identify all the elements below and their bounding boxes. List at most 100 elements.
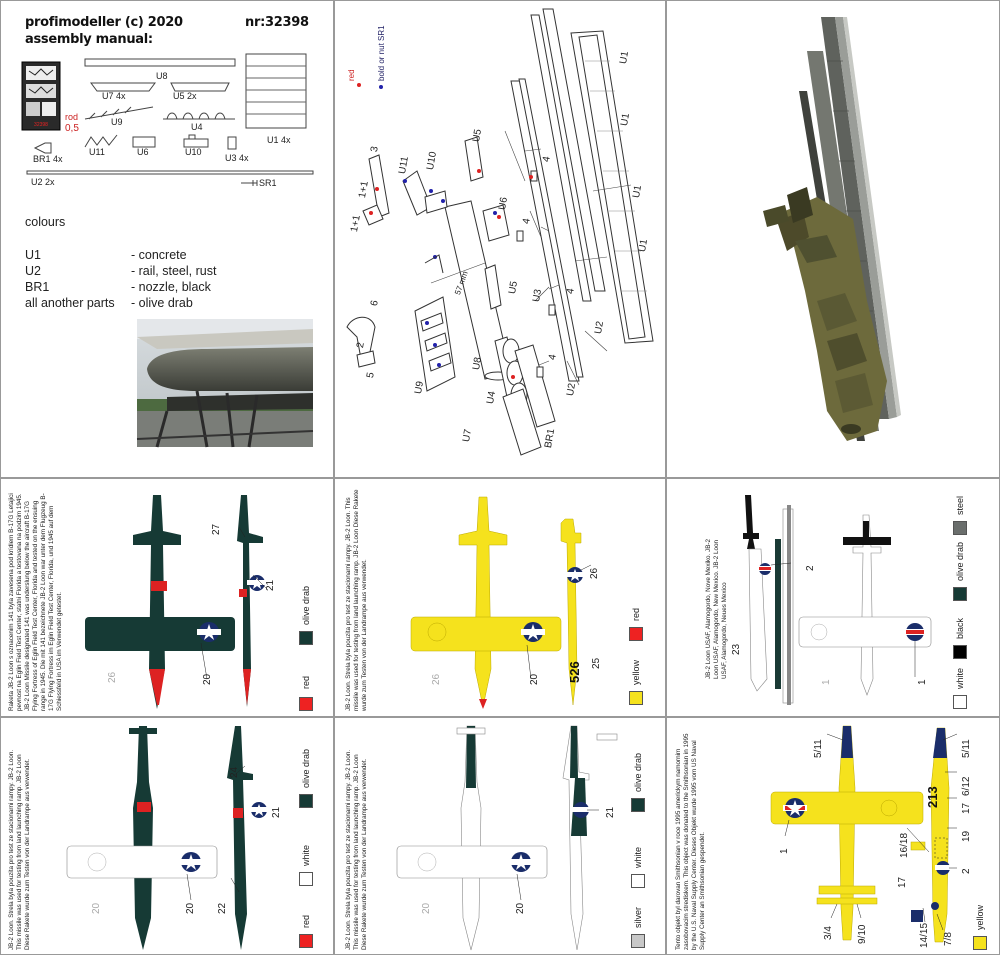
scheme-2-code: 526	[567, 661, 582, 683]
scheme-1-ref-20: 20	[202, 673, 213, 685]
scheme-2-ref-26: 26	[589, 567, 600, 579]
swatch-label: red	[301, 675, 311, 689]
part-u10-drawing	[183, 134, 209, 148]
label-u2: U2	[593, 320, 607, 335]
scheme-3-ref-23: 23	[731, 643, 742, 655]
swatch-white	[953, 695, 967, 709]
brand-title: profimodeller (c) 2020	[25, 15, 183, 30]
photoetch-fret: 32398	[21, 61, 61, 131]
scheme-3-panel: JB-2 Loon USAF, Alamogordo, Nove Mexiko.…	[666, 478, 1000, 717]
swatch-label: white	[301, 844, 311, 866]
rod-size: 0,5	[65, 123, 79, 134]
scheme-5-ref-20: 20	[515, 902, 526, 914]
scheme-6-ref-5-11: 5/11	[813, 739, 824, 758]
swatch-yellow	[973, 936, 987, 950]
label-u5: U5	[471, 128, 485, 143]
swatch-steel	[953, 521, 967, 535]
part-br1-label: BR1 4x	[33, 154, 63, 164]
swatch-olive-drab	[299, 631, 313, 645]
assembled-ramp-render	[763, 17, 901, 441]
label-u8: U8	[471, 356, 485, 371]
label-u1: U1	[619, 112, 633, 127]
scheme-2-ref-25: 25	[591, 657, 602, 669]
scheme-4-panel: JB-2 Loon. Strela byla pouzita pro test …	[0, 717, 334, 955]
scheme-4-ref-22: 22	[217, 902, 228, 914]
scheme-6-code: 213	[925, 786, 940, 808]
colour-row-value: - nozzle, black	[131, 280, 211, 294]
reference-photo	[136, 319, 314, 448]
scheme-6-ref-17b: 17	[897, 876, 908, 888]
exploded-diagram	[346, 8, 654, 456]
part-u1-label: U1 4x	[267, 135, 291, 145]
swatch-label: white	[633, 846, 643, 868]
part-u10-label: U10	[185, 147, 202, 157]
part-u3-label: U3 4x	[225, 153, 249, 163]
part-sr1-drawing	[241, 180, 258, 186]
swatch-label: olive drab	[301, 748, 311, 788]
part-u5-drawing	[170, 82, 230, 92]
scheme-2-ref-side: 26	[431, 673, 442, 685]
swatch-olive-drab	[953, 587, 967, 601]
rod-label: rod	[65, 112, 79, 122]
manual-title: assembly manual:	[25, 32, 153, 47]
fret-code: 32398	[34, 122, 48, 128]
scheme-3-ref-1: 1	[917, 679, 928, 685]
swatch-label: red	[631, 607, 641, 621]
part-br1-drawing	[33, 142, 52, 154]
swatch-white	[631, 874, 645, 888]
label-u1: U1	[637, 238, 651, 253]
swatch-label: white	[955, 667, 965, 689]
part-u11-label: U11	[89, 147, 105, 157]
swatch-label: silver	[633, 906, 643, 928]
swatch-yellow	[629, 691, 643, 705]
swatch-label: black	[955, 617, 965, 639]
scheme-4-code: 64	[245, 908, 262, 926]
swatch-red	[299, 934, 313, 948]
scheme-6-ref-2: 2	[961, 868, 972, 874]
scheme-5-ref-21: 21	[605, 806, 616, 818]
part-u4-drawing	[163, 112, 235, 120]
part-u11-drawing	[84, 134, 118, 148]
label-u2: U2	[565, 382, 579, 397]
catalog-number: nr:32398	[245, 15, 309, 30]
render-panel	[666, 0, 1000, 478]
colour-row-value: - olive drab	[131, 296, 193, 310]
swatch-olive-drab	[299, 794, 313, 808]
colour-row-part: BR1	[25, 280, 50, 294]
swatch-silver	[631, 934, 645, 948]
colours-title: colours	[25, 215, 66, 229]
swatch-red	[629, 627, 643, 641]
scheme-6-panel: Tento objekt byl darovan Smithsonian v r…	[666, 717, 1000, 955]
scheme-6-ref-14-15: 14/15	[919, 922, 930, 948]
label-u6: U6	[497, 196, 511, 211]
scheme-6-ref-16-18: 16/18	[899, 832, 910, 858]
part-u4-label: U4	[191, 122, 203, 132]
colour-row-part: all another parts	[25, 296, 115, 310]
part-sr1-label: SR1	[259, 178, 277, 188]
scheme-6-ref-17: 17	[961, 802, 972, 814]
colour-row-part: U2	[25, 264, 41, 278]
scheme-4-top-view	[66, 726, 269, 950]
swatch-label: olive drab	[955, 541, 965, 581]
part-u9-drawing	[84, 106, 154, 120]
scheme-5-panel: JB-2 Loon. Strela byla pouzita pro test …	[334, 717, 666, 955]
part-u2-drawing	[26, 170, 314, 175]
swatch-red	[299, 697, 313, 711]
swatch-white	[299, 872, 313, 886]
scheme-2-ref-20: 20	[529, 673, 540, 685]
swatch-label: olive drab	[633, 752, 643, 792]
scheme-4-ref-wing: 20	[91, 902, 102, 914]
scheme-3-views	[743, 495, 932, 705]
colour-row-value: - rail, steel, rust	[131, 264, 217, 278]
scheme-4-ref-24: 24	[229, 766, 240, 778]
scheme-4-ref-21: 21	[271, 806, 282, 818]
swatch-label: steel	[955, 495, 965, 515]
swatch-label: yellow	[631, 659, 641, 685]
scheme-6-ref-3-4: 3/4	[823, 926, 834, 940]
scheme-6-ref-7-8: 7/8	[943, 932, 954, 946]
swatch-olive-drab	[631, 798, 645, 812]
scheme-6-ref-19: 19	[961, 830, 972, 842]
label-u1: U1	[618, 50, 632, 65]
part-u8-drawing	[84, 58, 236, 67]
scheme-1-ref-21: 21	[265, 579, 276, 591]
